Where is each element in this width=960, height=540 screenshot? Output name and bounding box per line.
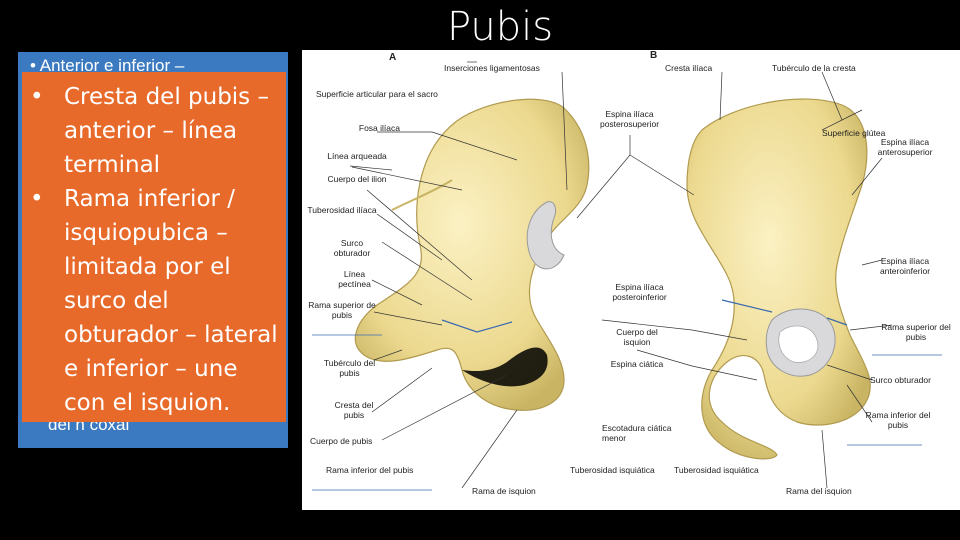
panel-letter-a: A [389,52,397,63]
bullet-text: Cresta del pubis – anterior – línea term… [64,84,269,178]
label-rama-isquion-a: Rama de isquion [472,486,536,496]
label-tuberosidad-isquiatica-a: Tuberosidad isquiática [570,465,655,475]
label-fosa-iliaca: Fosa ilíaca [358,123,400,133]
hip-bone-drawing [312,61,942,491]
label-rama-inferior-a: Rama inferior del pubis [326,465,414,475]
blue-panel-top-text: • Anterior e inferior – [30,56,185,75]
hip-bone-illustration: A B Inserciones ligamentosas Superficie … [302,50,960,510]
label-cuerpo-pubis: Cuerpo de pubis [310,436,373,446]
label-rama-isquion-b: Rama del isquion [786,486,852,496]
panel-letter-b: B [650,50,658,61]
label-espina-posteroinferior: Espina ilíaca posteroinferior [612,282,667,302]
label-inserciones: Inserciones ligamentosas [444,63,540,73]
slide-title: Pubis [446,4,554,50]
leader-lines [349,61,893,489]
label-cresta-pubis: Cresta del pubis [334,400,374,420]
bullet-text: Rama inferior / isquiopubica – limitada … [64,186,278,416]
label-surco-obturador-b: Surco obturador [870,375,931,385]
blue-underlines [312,334,942,491]
label-linea-arqueada: Línea arqueada [327,151,387,161]
label-cuerpo-ilion: Cuerpo del ilion [327,174,387,184]
label-tuberosidad-iliaca: Tuberosidad ilíaca [307,205,377,215]
hip-bone-medial-view [354,98,590,411]
label-rama-superior-b: Rama superior del pubis [881,322,951,342]
label-superficie-articular: Superficie articular para el sacro [316,89,438,99]
label-espina-posterosuperior: Espina ilíaca posterosuperior [599,109,660,129]
label-rama-inferior-b: Rama inferior del pubis [865,410,931,430]
orange-text-panel: •Cresta del pubis – anterior – línea ter… [22,72,286,422]
hip-bone-lateral-view [686,98,871,460]
label-espina-anterosuperior: Espina ilíaca anterosuperior [877,137,933,157]
label-superficie-glutea: Superficie glútea [822,128,886,138]
bullet-list: •Cresta del pubis – anterior – línea ter… [22,80,286,420]
label-tuberosidad-isquiatica-b: Tuberosidad isquiática [674,465,759,475]
label-escotadura: Escotadura ciática menor [602,423,672,443]
label-cresta-iliaca: Cresta ilíaca [665,63,713,73]
label-surco-obturador-a: Surco obturador [333,238,371,258]
label-espina-anteroinferior: Espina ilíaca anteroinferior [879,256,931,276]
label-espina-ciatica: Espina ciática [610,359,664,369]
label-tuberculo-cresta: Tubérculo de la cresta [772,63,856,73]
label-cuerpo-isquion: Cuerpo del isquion [616,327,658,347]
bullet-item: •Rama inferior / isquiopubica – limitada… [30,186,278,416]
bullet-item: •Cresta del pubis – anterior – línea ter… [30,84,269,178]
label-tuberculo-pubis: Tubérculo del pubis [323,358,376,378]
label-rama-superior-a: Rama superior de pubis [308,300,376,320]
label-linea-pectinea: Línea pectínea [338,269,371,289]
